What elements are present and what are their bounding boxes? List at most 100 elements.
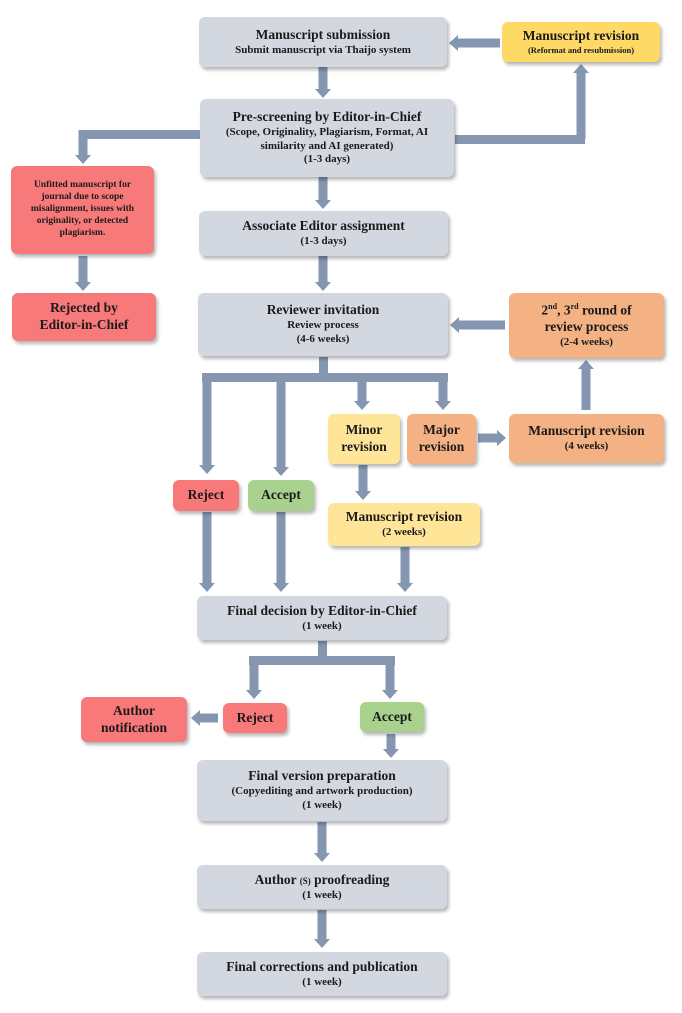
node-final-decision: Final decision by Editor-in-Chief (1 wee… bbox=[197, 596, 447, 640]
arrow-prescreen-to-assoc-shaft bbox=[318, 177, 328, 201]
node-duration: (1 week) bbox=[302, 798, 342, 811]
node-line2: revision bbox=[418, 439, 465, 454]
arrow-final-branch-to-reject-shaft bbox=[249, 656, 259, 691]
arrow-prescreen-to-assoc-head bbox=[315, 200, 331, 209]
arrow-final-version-to-proofreading-shaft bbox=[317, 822, 327, 854]
node-title: Manuscript revision bbox=[522, 28, 640, 44]
title-part-s: (S) bbox=[299, 875, 311, 886]
node-line2: revision bbox=[341, 439, 387, 454]
node-line1: Minor bbox=[345, 422, 383, 438]
arrow-reject-to-author-notification-shaft bbox=[199, 713, 218, 723]
arrow-assoc-to-reviewer-shaft bbox=[318, 256, 328, 283]
node-duration: (2-4 weeks) bbox=[560, 335, 613, 348]
arrow-branch-to-accept-shaft bbox=[276, 373, 286, 468]
node-additional-review-rounds: 2nd, 3rd round of review process (2-4 we… bbox=[509, 293, 664, 358]
node-major-revision: Major revision bbox=[407, 414, 476, 464]
arrow-revision-to-final-decision-head bbox=[397, 583, 413, 592]
ordinal-suffix-nd: nd bbox=[548, 301, 558, 311]
arrow-submission-to-prescreen-shaft bbox=[318, 67, 328, 90]
arrow-major-revision-to-rounds-shaft bbox=[581, 368, 591, 410]
arrow-rounds-to-reviewer-shaft bbox=[458, 320, 505, 330]
node-line1: Major bbox=[423, 422, 460, 438]
node-subtitle: Submit manuscript via Thaijo system bbox=[235, 43, 411, 56]
node-reject-review: Reject bbox=[173, 480, 239, 511]
arrow-branch-to-reject-shaft bbox=[202, 373, 212, 466]
title-rest: round of bbox=[578, 302, 632, 317]
arrow-prescreen-to-unfitted-horizontal bbox=[79, 130, 201, 139]
arrow-accept-to-final-decision-head bbox=[273, 583, 289, 592]
arrow-accept-to-final-version-shaft bbox=[386, 734, 396, 750]
node-subtitle: (Reformat and resubmission) bbox=[527, 45, 635, 56]
arrow-accept-to-final-version-head bbox=[383, 749, 399, 758]
arrow-resubmit-to-submission-head bbox=[449, 35, 458, 51]
node-title: Final decision by Editor-in-Chief bbox=[227, 602, 417, 618]
arrow-revision-to-final-decision-shaft bbox=[400, 547, 410, 584]
node-subtitle: Review process bbox=[287, 319, 359, 332]
node-minor-revision: Minor revision bbox=[328, 414, 400, 464]
node-duration: (2 weeks) bbox=[382, 526, 426, 539]
arrow-final-branch-to-reject-head bbox=[246, 690, 262, 699]
node-rejected-by-eic: Rejected by Editor-in-Chief bbox=[12, 293, 156, 341]
node-title: Manuscript revision bbox=[345, 509, 463, 525]
node-reject-final: Reject bbox=[223, 703, 287, 733]
node-accept-final: Accept bbox=[360, 702, 424, 732]
title-part-a: Author bbox=[254, 871, 300, 887]
node-minor-manuscript-revision: Manuscript revision (2 weeks) bbox=[328, 503, 480, 546]
node-title: Final version preparation bbox=[248, 768, 396, 784]
arrow-prescreen-to-unfitted-head bbox=[75, 155, 91, 164]
node-title: Reviewer invitation bbox=[266, 302, 380, 318]
node-title: Manuscript submission bbox=[255, 26, 391, 42]
node-duration: (1 week) bbox=[302, 619, 342, 632]
arrow-branch-to-accept-head bbox=[273, 467, 289, 476]
arrow-prescreen-to-resubmit-head bbox=[573, 64, 589, 73]
ordinal-3: , 3 bbox=[557, 302, 571, 317]
arrow-unfitted-to-rejected-shaft bbox=[78, 256, 88, 283]
node-label: Reject bbox=[236, 709, 274, 725]
arrow-reject-to-final-decision-shaft bbox=[202, 512, 212, 584]
arrow-accept-to-final-decision-shaft bbox=[276, 512, 286, 584]
node-final-publication: Final corrections and publication (1 wee… bbox=[197, 952, 447, 996]
node-unfitted-manuscript: Unfitted manuscript for journal due to s… bbox=[11, 166, 154, 254]
arrow-prescreen-to-resubmit-horizontal bbox=[455, 135, 585, 144]
node-manuscript-submission: Manuscript submission Submit manuscript … bbox=[199, 17, 447, 67]
node-duration: (4 weeks) bbox=[564, 440, 609, 453]
node-line2: Editor-in-Chief bbox=[39, 317, 129, 332]
node-line2: notification bbox=[101, 719, 167, 735]
arrow-reject-to-final-decision-head bbox=[199, 583, 215, 592]
arrow-final-branch-stem bbox=[318, 641, 327, 658]
node-prescreening: Pre-screening by Editor-in-Chief (Scope,… bbox=[200, 99, 454, 177]
node-associate-editor: Associate Editor assignment (1-3 days) bbox=[199, 211, 448, 256]
arrow-final-branch-bar bbox=[249, 656, 395, 665]
arrow-minor-to-revision-head bbox=[355, 491, 371, 500]
arrow-proofreading-to-publication-head bbox=[314, 939, 330, 948]
node-label: Reject bbox=[187, 487, 225, 503]
node-line1: Rejected by bbox=[50, 300, 118, 316]
node-duration: (4-6 weeks) bbox=[296, 332, 350, 345]
node-line2: review process bbox=[544, 318, 629, 334]
node-title: Final corrections and publication bbox=[226, 958, 418, 974]
arrow-branch-to-reject-head bbox=[199, 465, 215, 474]
node-duration: (1 week) bbox=[302, 975, 342, 988]
node-accept-review: Accept bbox=[248, 480, 314, 511]
node-subtitle: (Copyediting and artwork production) bbox=[231, 785, 413, 798]
node-major-manuscript-revision: Manuscript revision (4 weeks) bbox=[509, 414, 664, 463]
arrow-resubmit-to-submission-shaft bbox=[457, 38, 500, 48]
node-subtitle: (Scope, Originality, Plagiarism, Format,… bbox=[225, 125, 429, 152]
node-resubmission: Manuscript revision (Reformat and resubm… bbox=[502, 22, 660, 62]
arrow-minor-to-revision-shaft bbox=[358, 465, 368, 492]
node-final-version-preparation: Final version preparation (Copyediting a… bbox=[197, 760, 447, 821]
node-title: Associate Editor assignment bbox=[242, 218, 405, 234]
node-author-proofreading: Author (S) proofreading (1 week) bbox=[197, 865, 447, 909]
arrow-prescreen-to-unfitted-shaft bbox=[78, 130, 88, 156]
arrow-final-branch-to-accept-head bbox=[382, 690, 398, 699]
arrow-reviewer-branch-bar bbox=[202, 373, 448, 382]
arrow-major-to-revision-shaft bbox=[478, 433, 498, 443]
title-part-b: proofreading bbox=[310, 871, 390, 887]
node-title: Manuscript revision bbox=[528, 423, 645, 439]
node-title: Author (S) proofreading bbox=[255, 872, 390, 889]
arrow-prescreen-to-resubmit-shaft bbox=[576, 72, 586, 139]
arrow-reviewer-branch-stem bbox=[319, 357, 328, 375]
node-duration: (1 week) bbox=[302, 888, 342, 901]
arrow-final-version-to-proofreading-head bbox=[314, 853, 330, 862]
arrow-submission-to-prescreen-head bbox=[315, 89, 331, 98]
